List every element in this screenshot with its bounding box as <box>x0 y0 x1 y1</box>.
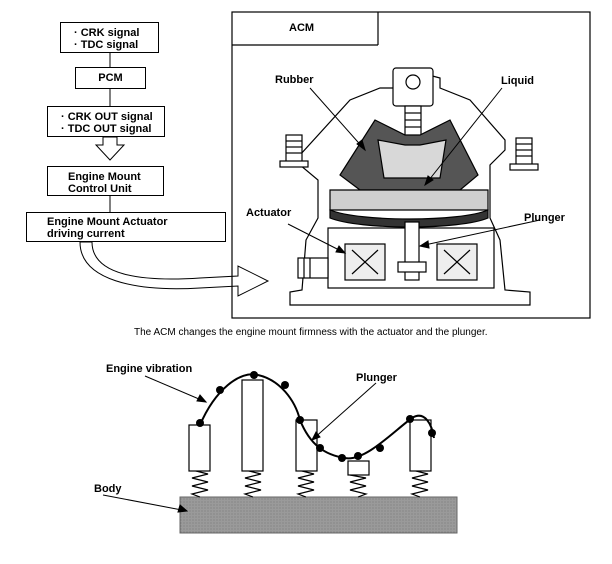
crk-out-signal-text: · CRK OUT signal <box>61 111 153 123</box>
actuator-label: Actuator <box>246 207 292 219</box>
flow-connectors <box>79 53 270 297</box>
crk-signal-text: · CRK signal <box>74 27 140 39</box>
liquid-label: Liquid <box>501 75 534 87</box>
acm-frame <box>231 11 591 319</box>
driving-current-line2: driving current <box>47 228 125 240</box>
control-unit-box: Engine Mount Control Unit <box>47 166 164 196</box>
pcm-label: PCM <box>98 72 123 84</box>
vibration-points <box>196 371 436 462</box>
control-unit-line1: Engine Mount <box>68 171 141 183</box>
tdc-out-signal-text: · TDC OUT signal <box>61 123 152 135</box>
vibration-leaders <box>102 375 377 513</box>
driving-current-box: Engine Mount Actuator driving current <box>26 212 226 242</box>
body-label: Body <box>94 483 122 495</box>
acm-mount-drawing <box>279 67 539 306</box>
engine-vibration-label: Engine vibration <box>106 363 193 375</box>
cylinder-1 <box>188 424 211 472</box>
plunger-label-vibration: Plunger <box>356 372 397 384</box>
cylinder-2 <box>241 379 264 472</box>
signals-out-box: · CRK OUT signal · TDC OUT signal <box>47 106 165 137</box>
acm-leaders <box>287 87 541 254</box>
springs <box>189 469 429 498</box>
signals-in-box: · CRK signal · TDC signal <box>60 22 159 53</box>
pcm-box: PCM <box>75 67 146 89</box>
control-unit-line2: Control Unit <box>68 183 132 195</box>
acm-caption: The ACM changes the engine mount firmnes… <box>134 327 488 338</box>
rubber-label: Rubber <box>275 74 314 86</box>
body-block <box>179 496 458 534</box>
cylinder-4 <box>347 460 370 476</box>
plunger-label-acm: Plunger <box>524 212 565 224</box>
cylinder-5 <box>409 419 432 472</box>
acm-title: ACM <box>289 22 315 34</box>
cylinder-3 <box>295 419 318 472</box>
flow-arrow-icon <box>94 136 126 161</box>
current-to-acm-arrow-icon <box>79 241 270 297</box>
plunger-cylinders <box>188 379 432 476</box>
driving-current-line1: Engine Mount Actuator <box>47 216 168 228</box>
tdc-signal-text: · TDC signal <box>74 39 139 51</box>
